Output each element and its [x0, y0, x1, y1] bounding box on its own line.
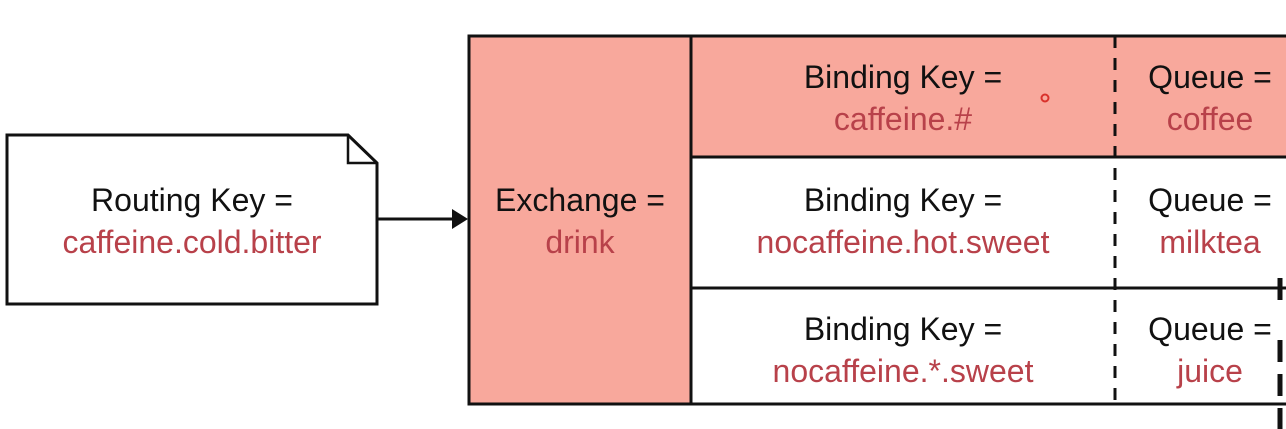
- binding-key-value: caffeine.#: [833, 101, 973, 137]
- binding-row-1-queue: Queue = coffee: [1115, 56, 1286, 140]
- exchange-name-value: drink: [545, 224, 615, 260]
- binding-row-3-binding: Binding Key = nocaffeine.*.sweet: [691, 308, 1115, 392]
- exchange-label: Exchange = drink: [469, 179, 691, 263]
- exchange-name-label: Exchange =: [495, 182, 665, 218]
- queue-label: Queue =: [1148, 182, 1272, 218]
- queue-value: coffee: [1166, 101, 1254, 137]
- message-note-shape: [5, 133, 379, 306]
- binding-key-value: nocaffeine.*.sweet: [772, 353, 1034, 389]
- message-label: Routing Key = caffeine.cold.bitter: [7, 179, 377, 263]
- routing-key-value: caffeine.cold.bitter: [62, 224, 322, 260]
- binding-row-2-box: [689, 155, 1286, 290]
- queue-value: milktea: [1159, 224, 1261, 260]
- queue-value: juice: [1177, 353, 1243, 389]
- binding-row-3-queue: Queue = juice: [1115, 308, 1286, 392]
- binding-key-label: Binding Key =: [803, 311, 1003, 347]
- binding-row-2-queue: Queue = milktea: [1115, 179, 1286, 263]
- queue-label: Queue =: [1148, 59, 1272, 95]
- binding-row-1-binding: Binding Key = caffeine.#: [691, 56, 1115, 140]
- binding-key-value: nocaffeine.hot.sweet: [756, 224, 1050, 260]
- exchange-box: [467, 34, 693, 406]
- note-fold-corner: [346, 135, 377, 165]
- highlight-dot: [1040, 93, 1050, 103]
- routing-arrow-head: [452, 209, 468, 229]
- binding-row-3-box: [689, 286, 1286, 406]
- queue-label: Queue =: [1148, 311, 1272, 347]
- routing-key-label: Routing Key =: [91, 182, 293, 218]
- binding-key-label: Binding Key =: [803, 182, 1003, 218]
- binding-key-label: Binding Key =: [803, 59, 1003, 95]
- binding-row-2-binding: Binding Key = nocaffeine.hot.sweet: [691, 179, 1115, 263]
